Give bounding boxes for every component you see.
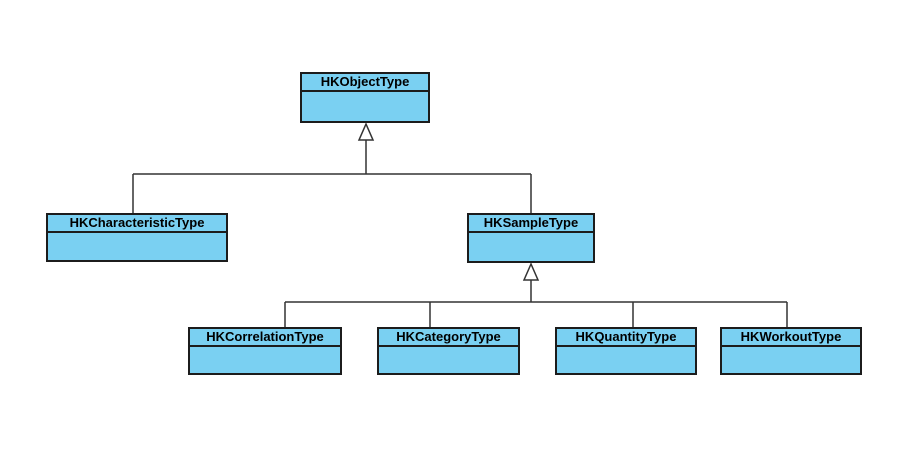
class-node-hksampletype: HKSampleType [467, 213, 595, 263]
inheritance-arrowhead-icon [522, 262, 540, 281]
class-name: HKObjectType [302, 74, 428, 92]
class-name: HKCharacteristicType [48, 215, 226, 233]
class-node-hkobjecttype: HKObjectType [300, 72, 430, 123]
class-name: HKWorkoutType [722, 329, 860, 347]
class-node-hkcorrelationtype: HKCorrelationType [188, 327, 342, 375]
class-node-hkcharacteristictype: HKCharacteristicType [46, 213, 228, 262]
class-name: HKQuantityType [557, 329, 695, 347]
class-name: HKCategoryType [379, 329, 518, 347]
class-node-hkcategorytype: HKCategoryType [377, 327, 520, 375]
class-name: HKSampleType [469, 215, 593, 233]
class-node-hkworkouttype: HKWorkoutType [720, 327, 862, 375]
inheritance-arrowhead-icon [357, 122, 375, 141]
class-node-hkquantitytype: HKQuantityType [555, 327, 697, 375]
generalization-edge-to-sampletype [284, 280, 788, 327]
generalization-edge-to-objecttype [132, 140, 532, 213]
class-name: HKCorrelationType [190, 329, 340, 347]
